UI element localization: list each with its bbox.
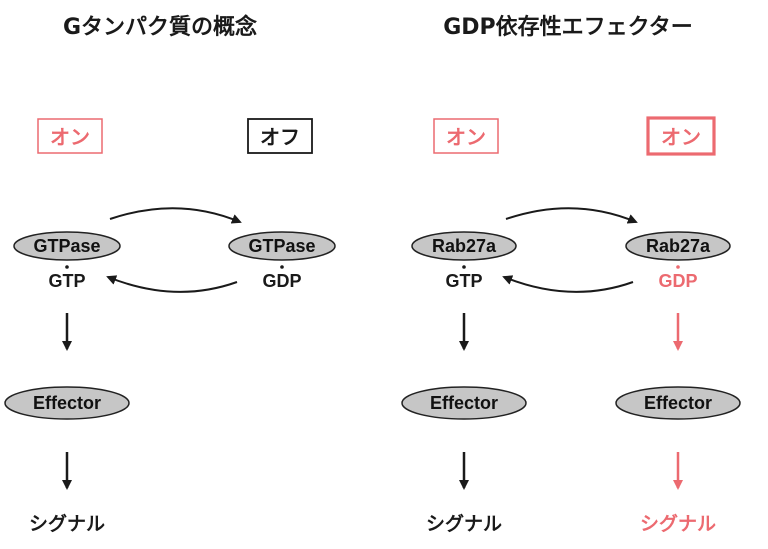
signal-label: シグナル [29,512,105,535]
nucleotide-gtp-rab-left: GTP [445,271,482,291]
gtpase-node-right-label: GTPase [248,236,315,256]
bond-dot-right [280,265,284,269]
left-panel-title: Gタンパク質の概念 [63,14,257,40]
effector-label-left: Effector [430,393,498,413]
rab27a-node-right [625,231,731,261]
state-off-label: オフ [260,125,300,149]
signal-label-left: シグナル [426,512,502,535]
nucleotide-gdp-rab-right: GDP [658,271,697,291]
state-on-box-left [433,118,499,154]
nucleotide-gtp-left: GTP [48,271,85,291]
effector-node-left [401,386,527,420]
left-panel: Gタンパク質の概念 オン オフ GTPase GTPase GTP GDP Ef… [4,14,336,535]
cycle-arrow-bottom [106,275,238,293]
cycle-arrow-top [109,207,242,224]
bond-dot-rab-left [462,265,466,269]
rab27a-node-left [411,231,517,261]
effector-label-right: Effector [644,393,712,413]
state-on-label-left: オン [446,125,486,149]
gtpase-node-left [13,231,121,261]
signal-label-right: シグナル [640,512,716,535]
nucleotide-gdp-right: GDP [262,271,301,291]
gtpase-node-left-label: GTPase [33,236,100,256]
bond-dot-left [65,265,69,269]
state-off-box [247,118,313,154]
right-panel: GDP依存性エフェクター オン オン Rab27a Rab27a GTP GDP… [401,14,741,535]
state-on-box-right [646,116,716,156]
effector-node-right [615,386,741,420]
effector-node [4,386,130,420]
rab27a-node-right-label: Rab27a [646,236,711,256]
gtpase-node-right [228,231,336,261]
right-panel-title: GDP依存性エフェクター [443,14,693,40]
cycle-arrow-bottom-right [502,275,634,293]
cycle-arrow-top-right [505,207,638,224]
effector-label: Effector [33,393,101,413]
state-on-label-right: オン [661,125,701,149]
rab27a-node-left-label: Rab27a [432,236,497,256]
state-on-box [37,118,103,154]
state-on-label: オン [50,125,90,149]
bond-dot-rab-right [676,265,680,269]
